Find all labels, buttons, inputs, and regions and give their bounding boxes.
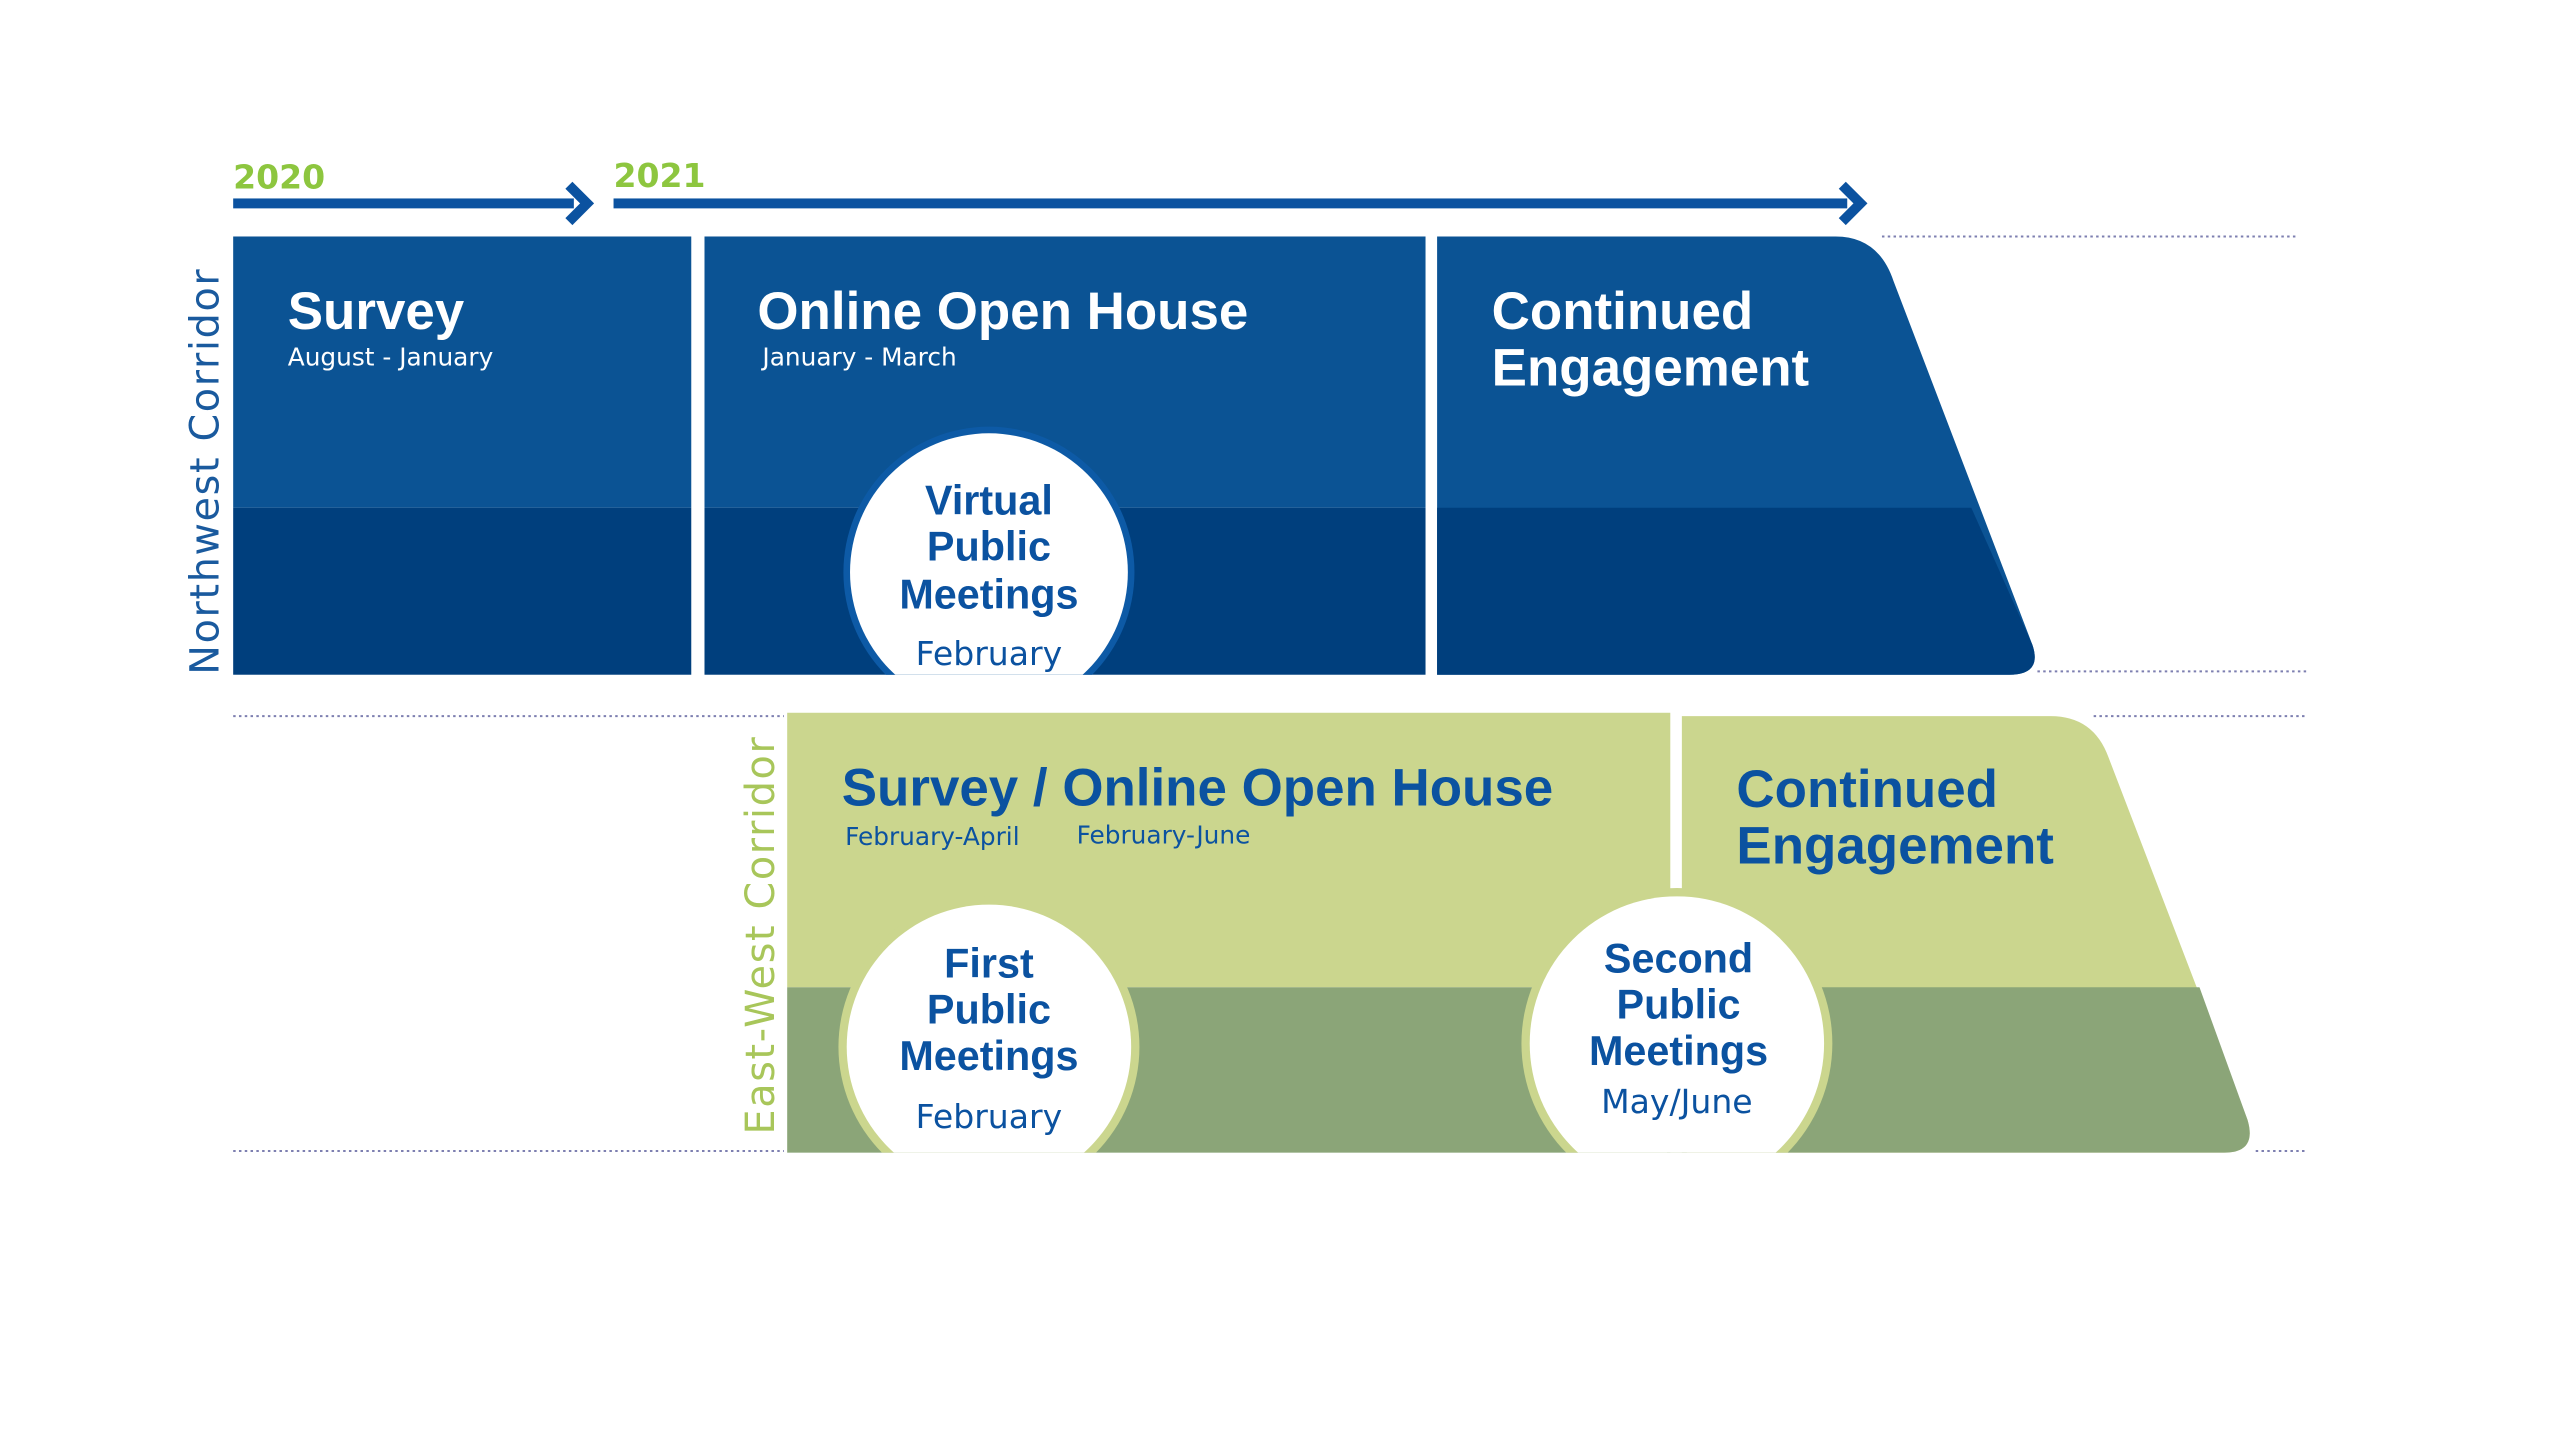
ew-continued-engagement-title-line1: Continued: [1736, 760, 1998, 819]
nw-continued-engagement-title-line1: Continued: [1492, 282, 1754, 341]
ew-first-milestone-line3: Meetings: [899, 1033, 1078, 1079]
ew-first-milestone-date: February: [916, 1097, 1063, 1136]
timeline-header: 2020 2021: [233, 156, 1868, 226]
nw-milestone-line1: Virtual: [925, 477, 1053, 523]
arrow-2020-icon: [233, 181, 595, 226]
ew-second-milestone-line2: Public: [1617, 982, 1741, 1028]
nw-virtual-public-meetings-milestone[interactable]: [843, 426, 1135, 718]
ew-continued-engagement-title-line2: Engagement: [1736, 816, 2054, 875]
ew-survey-dates: February-April: [845, 822, 1020, 851]
nw-milestone-line3: Meetings: [899, 572, 1078, 618]
nw-continued-engagement-title-line2: Engagement: [1492, 338, 1810, 397]
ew-first-milestone-line1: First: [944, 940, 1034, 986]
ew-survey-online-open-house-title: Survey / Online Open House: [842, 758, 1553, 817]
nw-milestone-date: February: [916, 634, 1063, 673]
nw-online-open-house-title: Online Open House: [757, 282, 1248, 341]
nw-continued-engagement-block[interactable]: [1437, 236, 2035, 675]
east-west-corridor-label: East-West Corridor: [738, 736, 784, 1135]
ew-second-milestone-date: May/June: [1601, 1082, 1753, 1121]
ew-second-public-meetings-milestone[interactable]: [1521, 888, 1833, 1199]
ew-online-open-house-dates: February-June: [1077, 820, 1251, 849]
arrow-2021-icon: [613, 181, 1868, 226]
year-label-2021: 2021: [614, 156, 706, 195]
ew-first-public-meetings-milestone[interactable]: [838, 896, 1140, 1197]
ew-second-milestone-line3: Meetings: [1589, 1028, 1768, 1074]
nw-survey-title: Survey: [288, 282, 465, 341]
ew-second-milestone-line1: Second: [1604, 935, 1753, 981]
nw-milestone-line2: Public: [927, 524, 1051, 570]
nw-online-open-house-dates: January - March: [760, 342, 956, 371]
guide-lines: [233, 235, 2307, 1152]
nw-survey-block[interactable]: [233, 236, 692, 675]
northwest-band: Survey August - January Online Open Hous…: [233, 236, 2035, 718]
eastwest-band: Survey / Online Open House February-Apri…: [787, 712, 2250, 1199]
year-label-2020: 2020: [233, 158, 325, 197]
nw-survey-dates: August - January: [288, 342, 493, 371]
northwest-corridor-label: Northwest Corridor: [182, 268, 228, 675]
ew-first-milestone-line2: Public: [927, 987, 1051, 1033]
